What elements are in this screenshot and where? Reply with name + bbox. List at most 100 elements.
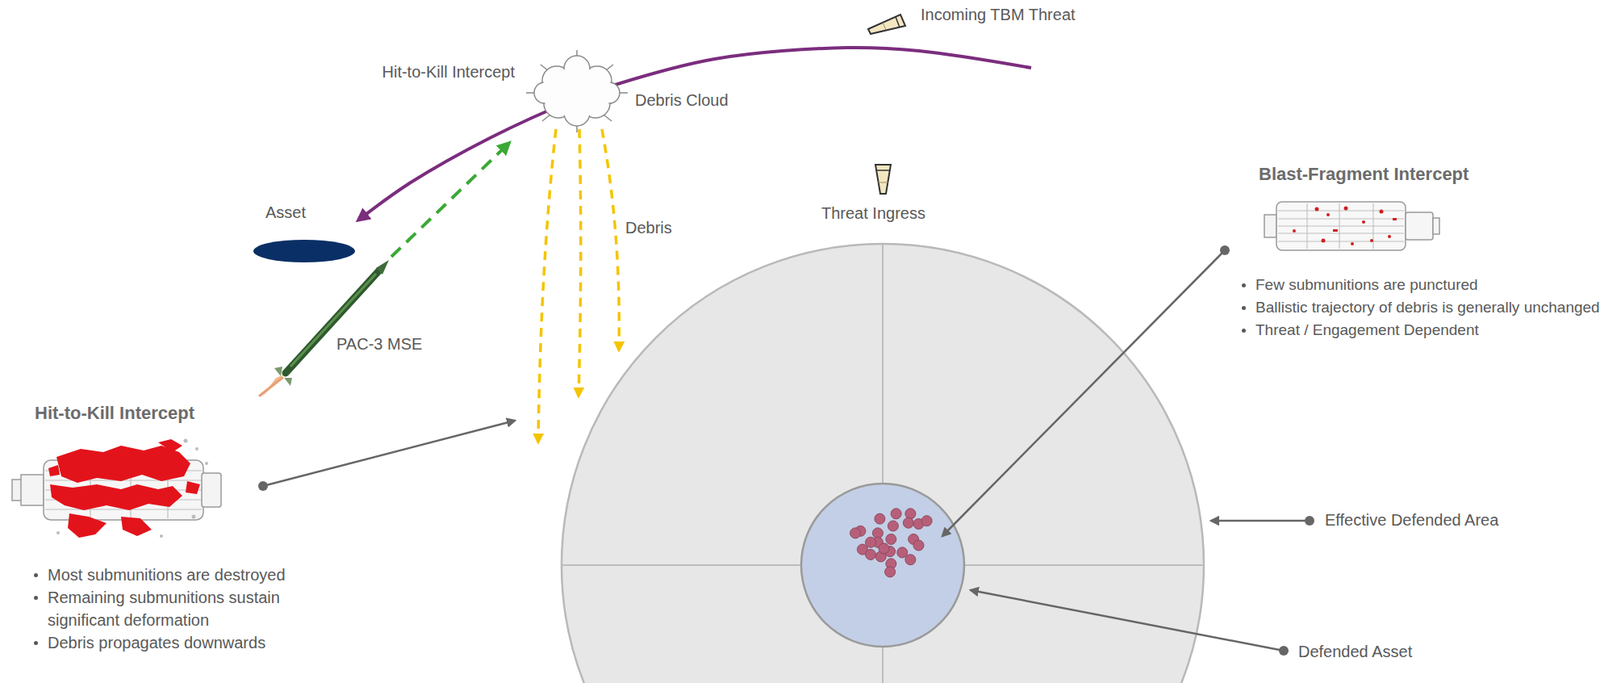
- impact-dot: [897, 547, 908, 558]
- bullet-note: Most submunitions are destroyed: [32, 563, 355, 586]
- threat-icon: [895, 16, 900, 28]
- leader-line: [942, 250, 1225, 536]
- leader-line: [1211, 519, 1310, 523]
- blast-fragment-canister: [1344, 206, 1349, 211]
- hit-to-kill-canister: [183, 438, 188, 443]
- incoming-threat: Incoming TBM Threat: [863, 4, 1114, 68]
- blast-fragment-canister: [1292, 206, 1397, 247]
- blast-fragment-canister: [1321, 238, 1326, 243]
- blast-fragment-canister: [1387, 234, 1392, 239]
- asset-ellipse: [253, 239, 356, 263]
- hit-to-kill-canister: [195, 446, 199, 451]
- hit-to-kill-canister: [121, 516, 152, 536]
- hit-to-kill-canister: [159, 534, 163, 538]
- hit-to-kill-canister: [67, 513, 107, 538]
- bullet-dot: [33, 572, 38, 577]
- impact-dot: [885, 566, 896, 577]
- node-label: Debris Cloud: [634, 90, 729, 110]
- blast-fragment-canister: [1278, 232, 1404, 234]
- section-heading: Blast-Fragment Intercept: [1258, 162, 1469, 186]
- leader-line: [258, 480, 268, 491]
- hit-to-kill-canister: [204, 461, 209, 465]
- hit-to-kill-canister: [48, 464, 60, 477]
- blast-fragment-canister: [1278, 217, 1404, 219]
- debris-impact-dot: [850, 508, 933, 577]
- callout-label: Effective Defended Area: [1324, 508, 1499, 531]
- leader-line: [258, 245, 1315, 656]
- leader-line: [263, 420, 515, 486]
- bullet-note: Remaining submunitions sustain significa…: [32, 585, 355, 631]
- bullet-text: Ballistic trajectory of debris is genera…: [1255, 298, 1600, 316]
- debris-label: Debris: [625, 216, 673, 239]
- node-label: Asset: [265, 202, 306, 222]
- blast-fragment-canister: [1278, 209, 1404, 211]
- debris-arrow: [538, 129, 556, 443]
- hit-to-kill-canister: [56, 438, 209, 539]
- cloud-puff: [600, 83, 619, 103]
- bullet-text: Threat / Engagement Dependent: [1255, 321, 1479, 339]
- impact-dot: [887, 520, 899, 531]
- leader-line: [970, 589, 1284, 651]
- bullet-text: Few submunitions are punctured: [1255, 275, 1479, 293]
- threat-ingress-icon: [875, 164, 891, 194]
- bullet-text: Remaining submunitions sustain significa…: [47, 588, 280, 629]
- defended-asset-circle: [801, 483, 965, 647]
- blast-fragment-canister: [1392, 217, 1397, 221]
- hit-to-kill-canister: [56, 445, 191, 483]
- leader-line: [1278, 645, 1289, 656]
- impact-dot: [905, 508, 916, 519]
- bullet-dot: [1241, 328, 1246, 333]
- hit-to-kill-canister: [48, 438, 201, 538]
- hit-to-kill-canister: [56, 530, 60, 535]
- missile-body: [285, 270, 380, 373]
- interceptor-path: [391, 143, 509, 257]
- impact-dot: [913, 539, 924, 551]
- impact-dot: [865, 536, 877, 548]
- leader-line: [1219, 245, 1230, 255]
- threat-ingress-icon: [877, 182, 889, 184]
- blast-fragment-canister: [1372, 203, 1374, 249]
- threat-trajectory: [359, 47, 1032, 220]
- blast-fragment-canister: [1315, 207, 1320, 212]
- node-label: PAC-3 MSE: [336, 334, 422, 354]
- threat-ingress-icon: [875, 164, 891, 194]
- bullet-dot: [33, 595, 38, 600]
- impact-dot: [921, 515, 932, 527]
- blast-fragment-canister: [1264, 214, 1277, 238]
- bullet-text: Debris propagates downwards: [47, 633, 266, 652]
- defended-asset-circle: [801, 483, 965, 647]
- impact-dot: [905, 554, 916, 565]
- impact-dot: [850, 527, 861, 539]
- hit-to-kill-canister: [45, 508, 202, 510]
- bullet-dot: [1241, 305, 1246, 310]
- hit-to-kill-canister: [12, 479, 22, 501]
- threat-icon: [868, 14, 906, 34]
- bullet-text: Most submunitions are destroyed: [47, 565, 286, 584]
- pac3-missile-shape: [258, 256, 392, 398]
- leader-line: [1304, 515, 1315, 526]
- bullet-dot: [1241, 283, 1246, 288]
- threat-icon: [882, 22, 886, 30]
- blast-fragment-canister: [1278, 203, 1404, 249]
- hit-to-kill-canister: [201, 472, 222, 507]
- node-label: Incoming TBM Threat: [920, 4, 1076, 25]
- blast-fragment-canister: [1276, 201, 1406, 251]
- bullet-note: Few submunitions are punctured: [1240, 273, 1600, 297]
- impact-dot: [865, 548, 877, 560]
- missile-fin: [274, 366, 293, 386]
- cloud-puff: [565, 57, 590, 81]
- impact-dot: [878, 543, 890, 554]
- impact-dot: [890, 508, 902, 519]
- blast-fragment-canister: [1278, 240, 1404, 242]
- cloud-shape: [526, 50, 628, 133]
- node-label: Hit-to-Kill Intercept: [382, 62, 516, 82]
- blast-fragment-canister: [1432, 217, 1440, 234]
- debris-cloud-shape: [508, 48, 628, 144]
- hit-to-kill-canister: [158, 438, 183, 452]
- cloud-puff: [535, 83, 555, 103]
- asset: Asset: [253, 208, 360, 263]
- blast-fragment-canister: [1264, 201, 1440, 251]
- debris-arrow: [538, 129, 619, 443]
- bullet-note: Ballistic trajectory of debris is genera…: [1240, 296, 1600, 319]
- blast-fragment-canister: [1379, 209, 1384, 214]
